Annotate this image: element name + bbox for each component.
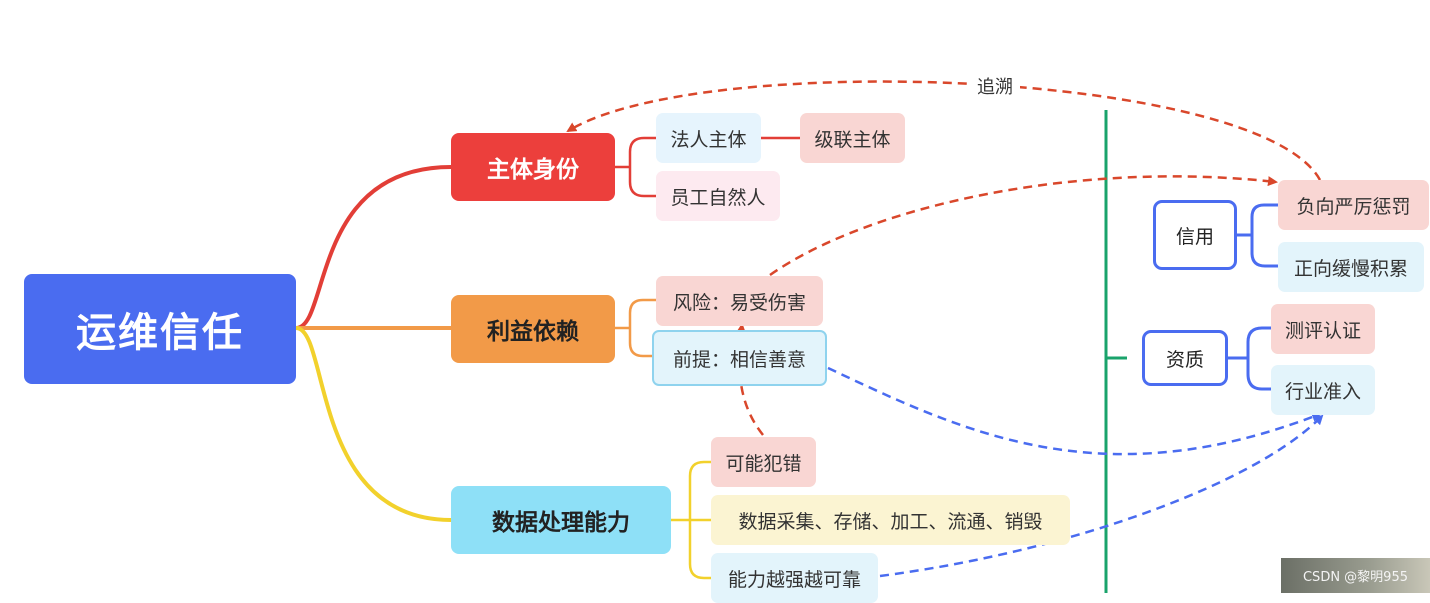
node-may-err[interactable]: 可能犯错 <box>711 437 816 487</box>
node-credit[interactable]: 信用 <box>1153 200 1237 270</box>
qualification-connectors <box>1228 326 1271 391</box>
node-data-lifecycle[interactable]: 数据采集、存储、加工、流通、销毁 <box>711 495 1070 545</box>
node-interest[interactable]: 利益依赖 <box>451 295 615 363</box>
branch-identity-children <box>615 136 656 198</box>
node-certification[interactable]: 测评认证 <box>1271 304 1375 354</box>
node-capability[interactable]: 数据处理能力 <box>451 486 671 554</box>
branch-capability-children <box>671 460 711 580</box>
node-identity[interactable]: 主体身份 <box>451 133 615 201</box>
arrow-risk-to-penalty <box>769 175 1278 277</box>
node-qualification[interactable]: 资质 <box>1142 330 1228 386</box>
root-node[interactable]: 运维信任 <box>24 274 296 384</box>
arrow-capability-to-access <box>879 414 1324 578</box>
credit-connectors <box>1237 203 1278 268</box>
node-risk[interactable]: 风险：易受伤害 <box>656 276 823 326</box>
watermark: CSDN @黎明955 <box>1281 558 1430 593</box>
branch-identity <box>295 165 452 330</box>
arrow-premise-to-access <box>827 366 1322 456</box>
node-positive-accumulation[interactable]: 正向缓慢积累 <box>1278 242 1424 292</box>
branch-interest-children <box>615 298 656 358</box>
node-industry-access[interactable]: 行业准入 <box>1271 365 1375 415</box>
arrow-trace <box>566 80 1322 181</box>
node-cascade-entity[interactable]: 级联主体 <box>800 113 905 163</box>
node-legal-entity[interactable]: 法人主体 <box>656 113 761 163</box>
branch-capability <box>295 326 452 522</box>
trace-label: 追溯 <box>970 73 1020 99</box>
node-stronger-more-reliable[interactable]: 能力越强越可靠 <box>711 553 878 603</box>
node-premise[interactable]: 前提：相信善意 <box>652 330 827 386</box>
node-negative-penalty[interactable]: 负向严厉惩罚 <box>1278 180 1429 230</box>
node-employee[interactable]: 员工自然人 <box>656 171 780 221</box>
